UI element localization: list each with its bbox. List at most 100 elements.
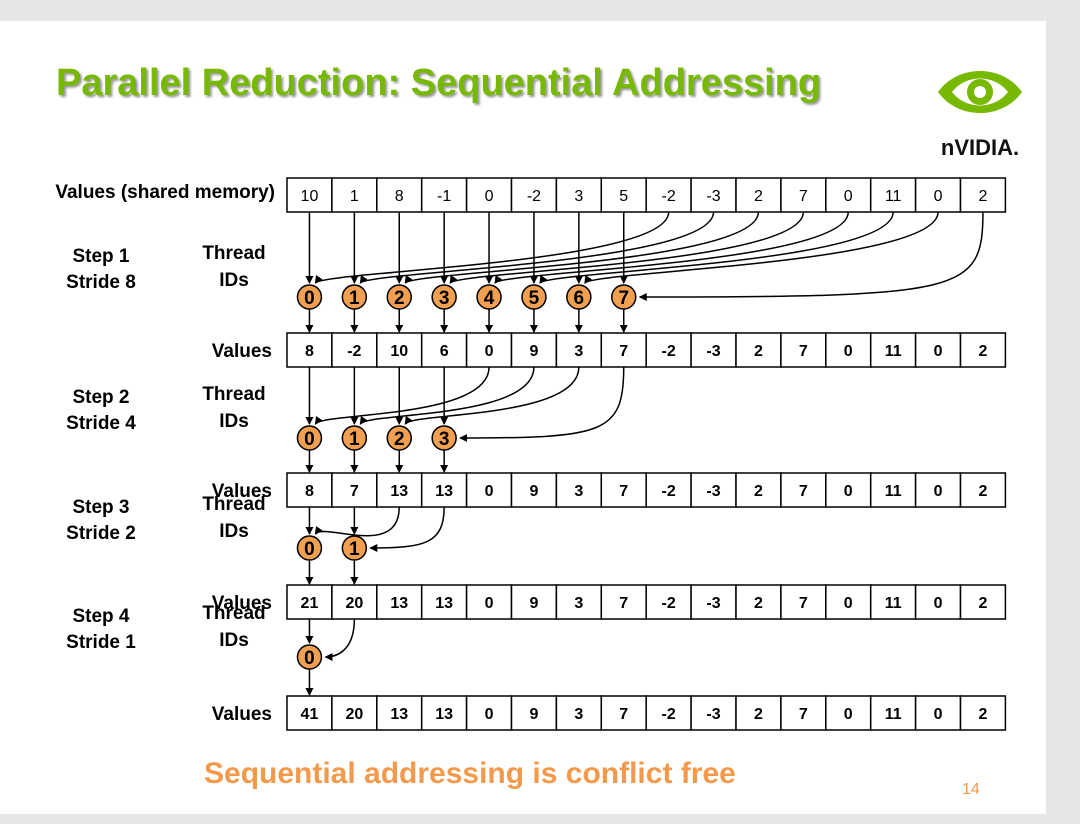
ids-label: IDs — [219, 521, 249, 542]
value-cell-text: -3 — [706, 483, 720, 500]
thread-id: 0 — [304, 429, 315, 450]
value-cell-text: 13 — [435, 706, 453, 723]
value-cell-text: 11 — [885, 706, 902, 723]
arrow — [359, 366, 535, 425]
value-cell-text: 2 — [754, 483, 763, 500]
thread-id: 0 — [304, 648, 315, 669]
value-cell-text: 7 — [799, 343, 808, 360]
arrow — [314, 506, 400, 537]
ids-label: IDs — [219, 411, 249, 432]
footer-caption: Sequential addressing is conflict free — [204, 757, 736, 790]
value-cell — [645, 472, 692, 508]
value-cell-text: -3 — [706, 595, 720, 612]
value-cell-text: 2 — [754, 188, 763, 205]
value-cell-text: 7 — [350, 483, 359, 500]
value-cell-text: 13 — [390, 595, 408, 612]
step-label: Step 1 — [72, 246, 129, 267]
value-cell-text: 7 — [619, 706, 628, 723]
value-cell — [690, 332, 737, 368]
arrow — [404, 366, 580, 425]
thread-circle — [431, 425, 457, 451]
value-cell-text: 0 — [485, 188, 494, 205]
value-cell — [959, 177, 1007, 213]
value-cell — [645, 584, 692, 620]
value-cell-text: 7 — [799, 706, 808, 723]
value-cell — [869, 177, 917, 213]
value-cell-text: 2 — [978, 483, 987, 500]
value-cell-text: 9 — [529, 343, 538, 360]
value-cell — [825, 695, 872, 731]
value-cell — [600, 472, 647, 508]
value-cell-text: 0 — [844, 343, 853, 360]
value-cell-text: 3 — [574, 595, 583, 612]
value-cell-text: 7 — [619, 343, 628, 360]
thread-id: 2 — [394, 288, 405, 309]
value-cell — [600, 695, 647, 731]
value-cell-text: 20 — [345, 706, 363, 723]
arrow — [314, 366, 490, 425]
value-cell — [780, 332, 827, 368]
value-cell-text: 21 — [301, 595, 319, 612]
value-cell — [780, 177, 827, 213]
value-cell — [959, 472, 1007, 508]
value-cell — [600, 584, 647, 620]
value-cell — [735, 332, 782, 368]
value-cell — [420, 695, 468, 731]
value-cell-text: 0 — [844, 706, 853, 723]
value-cell-text: 8 — [305, 343, 314, 360]
value-cell — [465, 584, 513, 620]
value-cell-text: 2 — [978, 706, 987, 723]
stride-label: Stride 8 — [66, 272, 136, 293]
values-row-label: Values — [212, 341, 272, 362]
value-cell-text: 11 — [885, 595, 902, 612]
value-cell — [825, 472, 872, 508]
value-cell-text: 1 — [350, 188, 359, 205]
thread-id: 1 — [349, 288, 360, 309]
thread-circle — [296, 284, 323, 310]
value-cell — [376, 695, 423, 731]
values-row-label: Values — [212, 593, 272, 614]
value-cell — [780, 695, 827, 731]
value-cell — [376, 177, 423, 213]
value-cell-text: 0 — [934, 595, 943, 612]
value-cell-text: 3 — [574, 343, 583, 360]
arrow — [459, 366, 625, 442]
ids-label: IDs — [219, 630, 249, 651]
value-cell-text: 7 — [619, 595, 628, 612]
thread-label: Thread — [202, 603, 265, 624]
thread-circle — [521, 284, 547, 310]
thread-id: 7 — [618, 288, 629, 309]
thread-label: Thread — [202, 243, 265, 264]
thread-id: 0 — [304, 288, 315, 309]
value-cell — [735, 584, 782, 620]
thread-circle — [476, 284, 502, 310]
values-row-label: Values — [212, 704, 272, 725]
stride-label: Stride 2 — [66, 523, 136, 544]
value-cell-text: 0 — [485, 595, 494, 612]
value-cell — [510, 584, 558, 620]
value-cell-text: 7 — [799, 595, 808, 612]
values-row-label: Values — [212, 481, 272, 502]
value-cell — [780, 584, 827, 620]
value-cell — [735, 472, 782, 508]
value-cell — [645, 695, 692, 731]
thread-id: 2 — [394, 429, 405, 450]
value-cell-text: 2 — [978, 343, 987, 360]
thread-id: 4 — [484, 288, 495, 309]
value-cell — [959, 332, 1007, 368]
value-cell-text: 13 — [435, 595, 453, 612]
value-cell — [959, 695, 1007, 731]
value-cell-text: 2 — [754, 706, 763, 723]
arrow — [404, 211, 760, 284]
value-cell-text: 9 — [529, 595, 538, 612]
value-cell-text: 10 — [301, 188, 319, 205]
value-cell — [869, 584, 917, 620]
arrow — [638, 211, 984, 301]
arrow — [584, 211, 939, 284]
step-label: Step 4 — [72, 606, 129, 627]
logo-text: nVIDIA. — [940, 135, 1020, 160]
thread-label: Thread — [202, 494, 265, 515]
arrow — [449, 211, 805, 284]
value-cell-text: -2 — [662, 343, 676, 360]
